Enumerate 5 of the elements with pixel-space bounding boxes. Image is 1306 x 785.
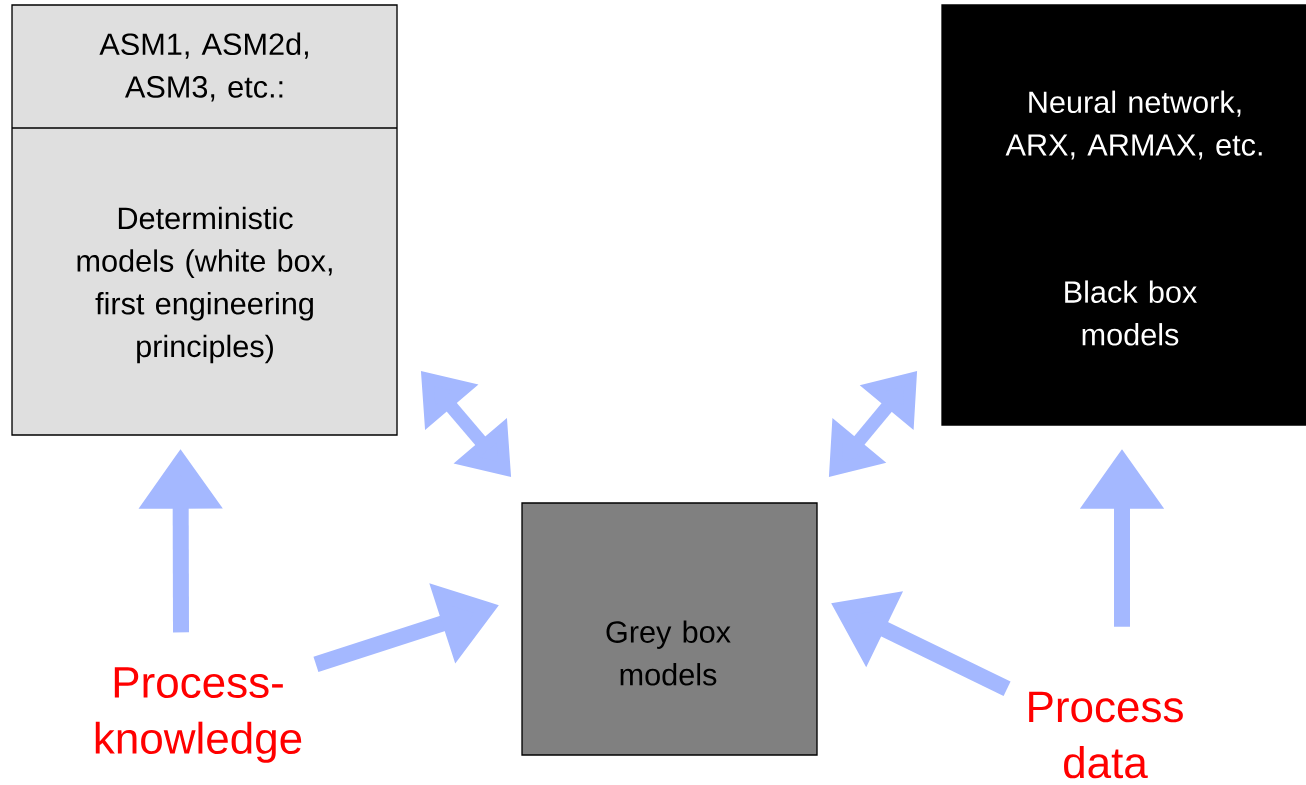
model-box: Grey box models: [521, 502, 818, 756]
input-label: Process data: [1029, 691, 1183, 779]
model-box: Neural network, ARX, ARMAX, etc. Black box models: [941, 4, 1306, 426]
model-box: ASM1, ASM2d, ASM3, etc.: Deterministic models (white box, first engineering principles): [11, 4, 398, 436]
input-label: Process-knowledge: [95, 667, 302, 763]
